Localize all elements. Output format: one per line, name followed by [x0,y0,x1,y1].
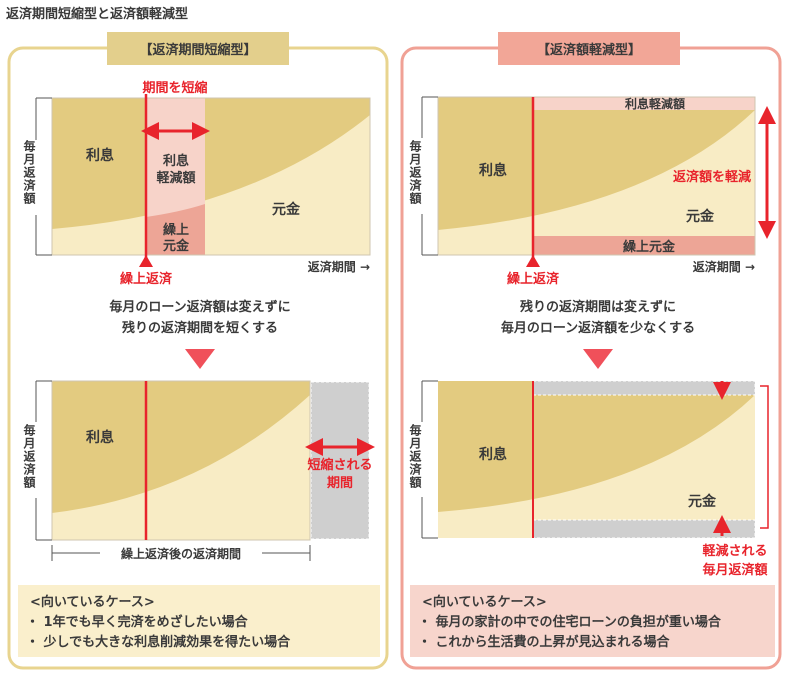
interest-area [52,98,370,229]
y-axis-bracket [35,97,52,256]
prepaid-principal-label: 繰上元金 [623,239,676,255]
shortened-label: 期間 [327,476,353,491]
down-arrow-icon [185,349,215,369]
left-header: 【返済期間短縮型】 [139,42,256,58]
reduced-monthly-label: 軽減される [702,543,767,559]
case-item: ・ 1年でも早く完済をめざしたい場合 [26,614,249,630]
prepaid-principal-label: 繰上 [163,222,189,238]
principal-label: 元金 [686,208,715,225]
shorten-label: 期間を短縮 [142,80,207,96]
y-axis-label: 毎月返済額 [408,139,422,205]
x-axis-label: 返済期間 → [308,259,370,274]
right-panel: 【返済額軽減型】 利息軽減額 利息 返済額を軽減 元金 繰上元金 毎月返済額 繰… [400,32,782,670]
explanation: 残りの返済期間は変えずに [520,299,676,315]
interest-label: 利息 [86,147,114,164]
principal-label: 元金 [688,493,717,510]
right-chart-after: 利息 元金 軽減される 毎月返済額 毎月返済額 [408,380,769,578]
right-header-box [498,32,680,65]
case-item: ・ これから生活費の上昇が見込まれる場合 [418,634,671,650]
prepaid-principal-label: 元金 [163,238,190,254]
case-item: ・ 毎月の家計の中での住宅ローンの負担が重い場合 [418,614,722,630]
interest-reduced-label: 利息 [163,153,189,169]
prepay-triangle-icon [526,255,540,267]
x-axis-label: 返済期間 → [693,259,755,274]
interest-reduced-label: 軽減額 [156,170,195,186]
prepay-label: 繰上返済 [120,271,173,287]
y-axis-label: 毎月返済額 [408,423,422,489]
interest-reduced-label: 利息軽減額 [625,96,685,111]
reduce-label: 返済額を軽減 [673,169,751,185]
principal-label: 元金 [272,201,301,218]
case-item: ・ 少しでも大きな利息削減効果を得たい場合 [26,634,291,650]
interest-label: 利息 [86,429,114,446]
period-bracket [51,545,311,561]
reduced-bracket [760,385,769,529]
y-axis-label: 毎月返済額 [22,139,36,205]
page-title: 返済期間短縮型と返済額軽減型 [6,6,188,22]
prepaid-principal-area [146,204,205,255]
left-case-box [18,585,380,657]
shortened-period-box [310,381,370,540]
right-header: 【返済額軽減型】 [537,42,641,58]
left-chart-before: 期間を短縮 利息 利息 軽減額 繰上 元金 元金 毎月返済額 繰上返済 返済期間… [22,80,371,287]
prepaid-principal-band [533,236,755,255]
left-panel: 【返済期間短縮型】 期間を短縮 利息 利息 軽減額 繰上 元金 元金 毎月返済額… [7,32,389,670]
prepay-label: 繰上返済 [507,271,560,287]
right-case-box [410,585,775,657]
prepay-triangle-icon [139,255,153,267]
reduced-monthly-label: 毎月返済額 [702,562,767,578]
interest-label: 利息 [479,162,507,179]
down-arrow-icon [583,349,613,369]
explanation: 毎月のローン返済額は変えずに [109,299,290,315]
case-title: <向いているケース> [422,594,547,610]
explanation: 残りの返済期間を短くする [122,320,278,336]
shortened-label: 短縮される [307,457,372,473]
right-chart-before: 利息軽減額 利息 返済額を軽減 元金 繰上元金 毎月返済額 繰上返済 返済期間 … [408,96,776,287]
after-period-label: 繰上返済後の返済期間 [121,546,241,561]
reduced-interest-band [533,97,755,110]
case-title: <向いているケース> [30,594,155,610]
interest-label: 利息 [479,446,507,463]
left-chart-after: 短縮される 期間 利息 毎月返済額 繰上返済後の返済期間 [22,380,375,561]
explanation: 毎月のローン返済額を少なくする [501,320,695,336]
left-header-box [107,32,289,65]
y-axis-label: 毎月返済額 [22,423,36,489]
